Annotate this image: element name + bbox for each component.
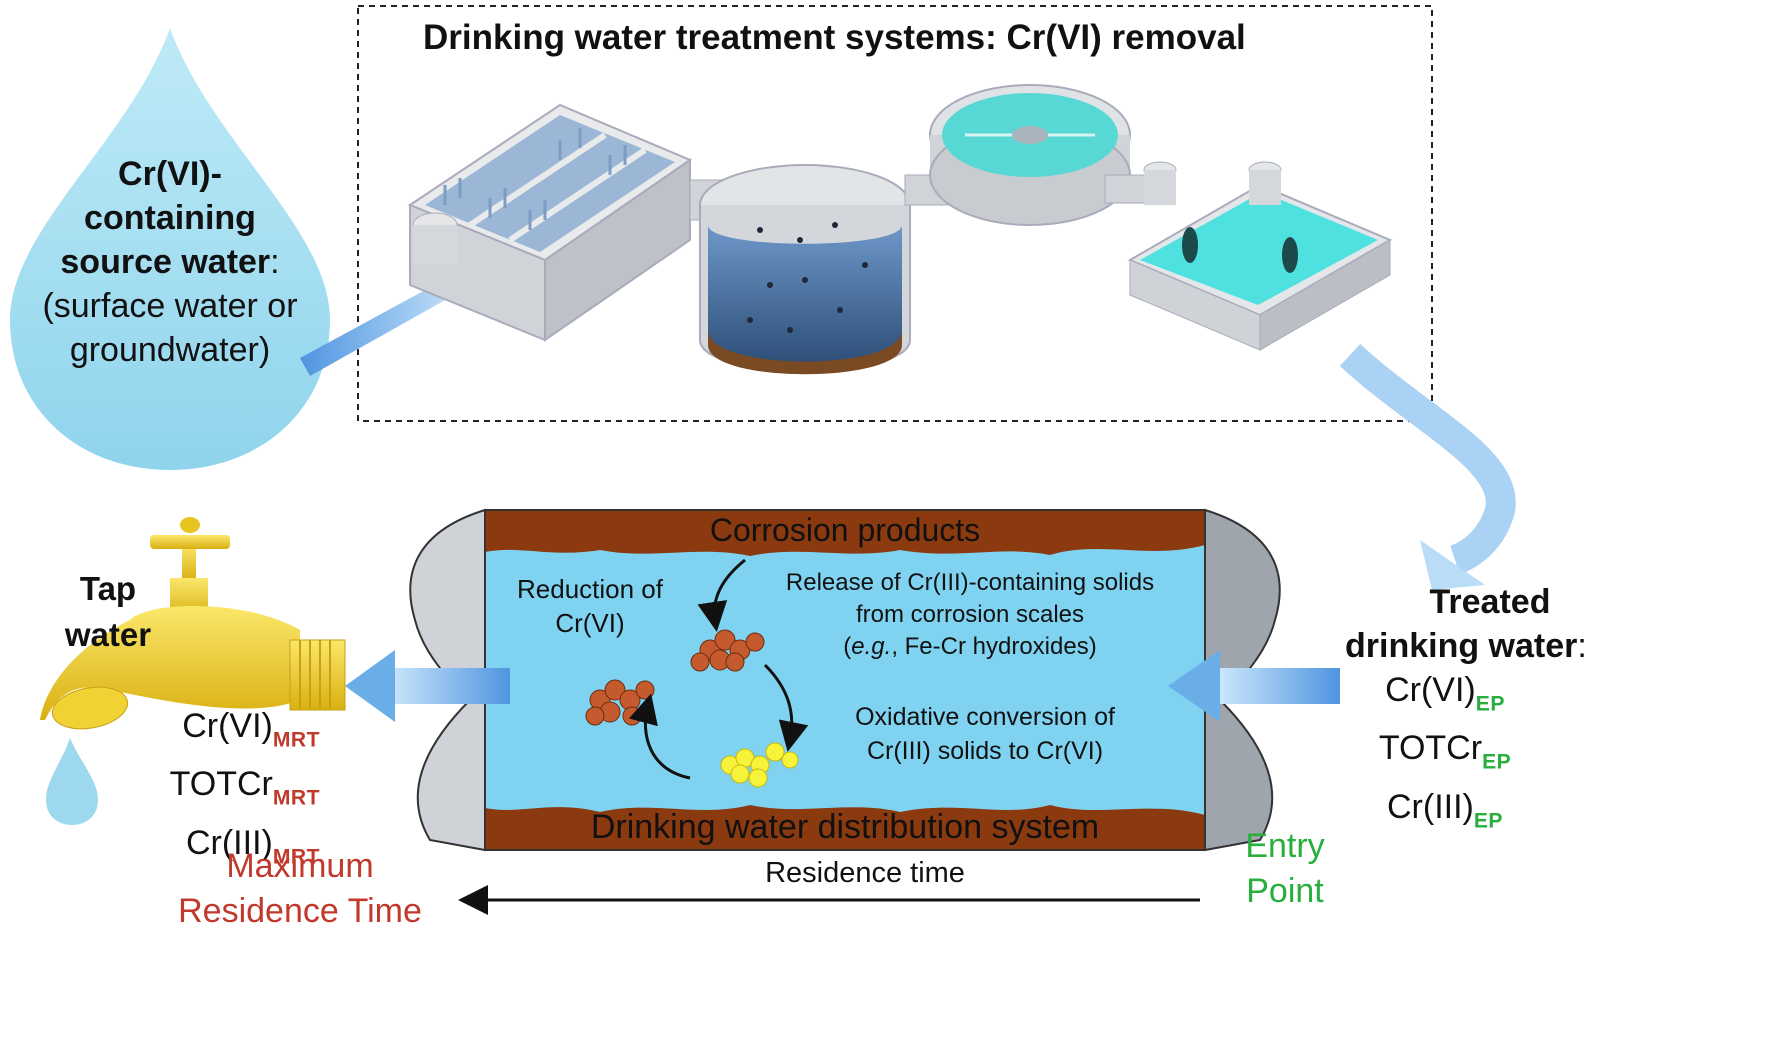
mrt-species-totcr: TOTCrMRT [110,762,320,820]
reduction-line-2: Cr(VI) [555,608,625,638]
settling-basin [407,103,741,342]
entry-line-1: Entry [1245,827,1325,865]
treated-line-1: Treated [1429,583,1551,621]
mrt-species-list: Cr(VI)MRT TOTCrMRT Cr(III)MRT [110,704,320,879]
mrt-line-2: Residence Time [178,892,422,930]
source-line-2: containing [84,199,256,237]
tap-drop [46,738,98,825]
source-colon: : [270,243,280,281]
tap-water-label: Tap water [48,566,168,658]
ep-cr6-main: Cr(VI) [1385,671,1476,709]
release-paren: ( [843,633,852,660]
source-line-4: (surface water or [42,287,298,325]
mrt-species-cr3: Cr(III)MRT [110,821,320,879]
residence-time-label: Residence time [765,857,965,889]
reduction-arrow [628,693,691,780]
ep-species-list: Cr(VI)EP TOTCrEP Cr(III)EP [1345,668,1545,843]
entry-point-label: Entry Point [1210,824,1360,914]
treated-colon: : [1577,627,1587,665]
ep-cr3-main: Cr(III) [1387,787,1474,826]
mrt-totcr-main: TOTCr [169,765,273,804]
mrt-cr3-main: Cr(III) [185,823,273,862]
release-rest: , Fe-Cr hydroxides) [891,633,1097,660]
oxidation-arrow [763,663,809,752]
oxidative-line-2: Cr(III) solids to Cr(VI) [866,737,1104,765]
tap-supply-arrow [345,650,510,722]
mrt-species-cr6: Cr(VI)MRT [110,704,320,762]
ep-species-cr3: Cr(III)EP [1345,785,1545,843]
finished-water-basin [1127,161,1393,351]
mrt-cr3-sub: MRT [272,845,320,869]
reduction-line-1: Reduction of [517,574,663,604]
release-label: Release of Cr(III)-containing solids fro… [760,567,1180,663]
reduction-label: Reduction of Cr(VI) [500,572,680,640]
maximum-residence-time-label: Maximum Residence Time [150,844,450,934]
ep-cr6-sub: EP [1475,692,1505,716]
corrosion-products-label: Corrosion products [709,512,981,548]
faucet [40,517,346,730]
release-line-1: Release of Cr(III)-containing solids [785,569,1155,596]
tap-line-1: Tap [79,570,137,607]
outflow-arrow [1339,344,1516,590]
ep-species-cr6: Cr(VI)EP [1345,668,1545,726]
distribution-pipe [409,508,1281,852]
treated-bold: drinking water [1345,627,1578,665]
mrt-cr6-main: Cr(VI) [182,707,273,745]
oxidative-line-1: Oxidative conversion of [855,703,1115,731]
source-water-drop [10,28,330,470]
treated-water-label: Treated drinking water: [1345,580,1755,668]
treatment-system-box [357,5,1433,422]
ep-totcr-main: TOTCr [1378,729,1483,768]
oxidative-label: Oxidative conversion of Cr(III) solids t… [815,700,1155,768]
mrt-line-1: Maximum [226,847,374,885]
distribution-system-label: Drinking water distribution system [590,808,1100,846]
ep-totcr-sub: EP [1482,750,1512,774]
source-line-1: Cr(VI)- [118,155,222,193]
release-arrow [697,558,746,632]
release-line-2: from corrosion scales [855,601,1085,628]
release-line-3: (e.g., Fe-Cr hydroxides) [760,631,1180,663]
source-line-5: groundwater) [69,331,271,369]
ep-species-totcr: TOTCrEP [1345,726,1545,784]
treated-line-2: drinking water: [1345,624,1755,668]
source-water-bold: source water [60,243,271,281]
mrt-totcr-sub: MRT [272,786,320,810]
diagram-title: Drinking water treatment systems: Cr(VI)… [423,18,1246,57]
sedimentation-tank [699,164,956,375]
release-eg: e.g. [851,633,892,660]
source-water-label: Cr(VI)- containing source water: (surfac… [20,152,320,372]
tap-line-2: water [64,616,152,653]
source-line-3: source water: [20,240,320,284]
entry-arrow [1168,650,1340,722]
mrt-cr6-sub: MRT [272,728,320,752]
entry-line-2: Point [1246,872,1324,910]
clarifier [929,84,1176,226]
ep-cr3-sub: EP [1473,809,1503,833]
